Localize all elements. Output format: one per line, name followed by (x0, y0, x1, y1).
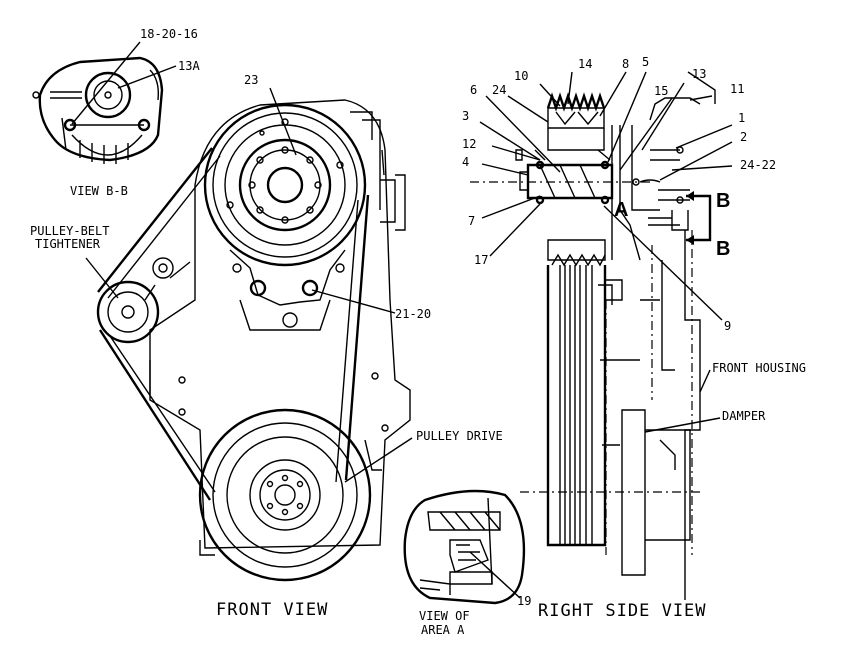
part-number-12: 12 (462, 137, 476, 151)
area-a-detail-drawing (403, 489, 526, 605)
part-number-5: 5 (642, 55, 649, 69)
part-number-13a: 13A (178, 59, 200, 73)
pulley-belt-tightener-label-line2: TIGHTENER (35, 237, 101, 251)
part-number-15: 15 (654, 84, 668, 98)
part-number-14: 14 (578, 57, 592, 71)
part-number-10: 10 (514, 69, 528, 83)
part-number-21-20: 21-20 (395, 307, 431, 321)
part-number-13: 13 (692, 67, 706, 81)
pulley-belt-tightener-label-line1: PULLEY-BELT (30, 224, 109, 238)
part-number-8: 8 (622, 57, 629, 71)
front-view-title: FRONT VIEW (216, 600, 328, 620)
front-view-drawing (96, 99, 411, 582)
section-b-marker-top: B (716, 190, 730, 212)
view-bb-title: VIEW B-B (70, 184, 128, 198)
part-number-4: 4 (462, 155, 469, 169)
area-a-marker: A (614, 199, 628, 221)
area-a-title: AREA A (421, 623, 465, 637)
part-number-9: 9 (724, 319, 731, 333)
part-number-19: 19 (517, 594, 531, 608)
part-number-24: 24 (492, 83, 506, 97)
damper-label: DAMPER (722, 409, 766, 423)
part-number-2: 2 (740, 130, 747, 144)
right-side-view-title: RIGHT SIDE VIEW (538, 601, 707, 621)
part-number-17: 17 (474, 253, 488, 267)
part-number-6: 6 (470, 83, 477, 97)
section-b-marker-bottom: B (716, 238, 730, 260)
part-number-18-20-16: 18-20-16 (140, 27, 198, 41)
front-housing-label: FRONT HOUSING (712, 361, 806, 375)
part-number-7: 7 (468, 214, 475, 228)
part-number-11: 11 (730, 82, 744, 96)
view-of-title: VIEW OF (419, 609, 470, 623)
part-number-1: 1 (738, 111, 745, 125)
pulley-drive-label: PULLEY DRIVE (416, 429, 503, 443)
part-number-23: 23 (244, 73, 258, 87)
part-number-3: 3 (462, 109, 469, 123)
view-bb-drawing (32, 56, 164, 164)
part-number-24-22: 24-22 (740, 158, 776, 172)
right-side-view-drawing (470, 71, 716, 600)
